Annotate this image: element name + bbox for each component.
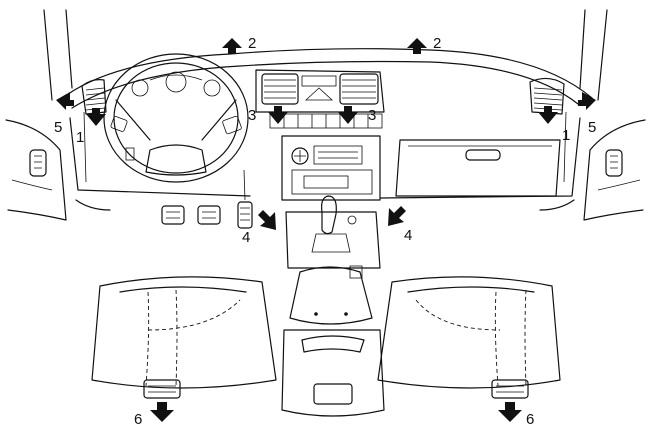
right-door-panel [583, 119, 646, 221]
arrow-center-right [338, 106, 358, 124]
a-pillars [43, 9, 608, 101]
label-6-left: 6 [134, 411, 142, 428]
left-seat [91, 276, 277, 389]
arrow-center-left [268, 106, 288, 124]
right-rear-duct [491, 379, 529, 399]
left-side-vent [81, 79, 107, 115]
arrow-defrost-right [407, 38, 427, 54]
right-seat [377, 276, 561, 389]
label-2-left: 2 [248, 35, 256, 52]
arrow-rear-right [498, 402, 522, 422]
airflow-arrows [56, 38, 596, 422]
steering-wheel [103, 53, 249, 183]
left-rear-duct [143, 379, 181, 399]
right-side-vent [529, 77, 565, 115]
arrow-side-left [86, 108, 106, 126]
arrow-window-right [578, 92, 596, 110]
arrow-footwell-left [258, 210, 276, 230]
label-2-right: 2 [433, 35, 441, 52]
label-4-left: 4 [242, 229, 250, 246]
callout-labels: 1 1 2 2 3 3 4 4 5 5 6 6 [54, 35, 596, 428]
glove-box [395, 139, 561, 197]
label-3-right: 3 [368, 107, 376, 124]
label-4-right: 4 [404, 227, 412, 244]
label-1-left: 1 [76, 129, 84, 146]
center-stack [255, 69, 385, 201]
left-door-panel [5, 119, 67, 221]
label-5-right: 5 [588, 119, 596, 136]
center-console [281, 195, 385, 417]
arrow-rear-left [150, 402, 174, 422]
arrow-defrost-left [222, 38, 242, 54]
label-6-right: 6 [526, 411, 534, 428]
label-5-left: 5 [54, 119, 62, 136]
arrow-window-left [56, 92, 74, 110]
pedals [161, 169, 253, 229]
label-1-right: 1 [562, 127, 570, 144]
arrow-side-right [538, 106, 558, 124]
arrow-footwell-right [388, 206, 406, 226]
label-3-left: 3 [248, 107, 256, 124]
